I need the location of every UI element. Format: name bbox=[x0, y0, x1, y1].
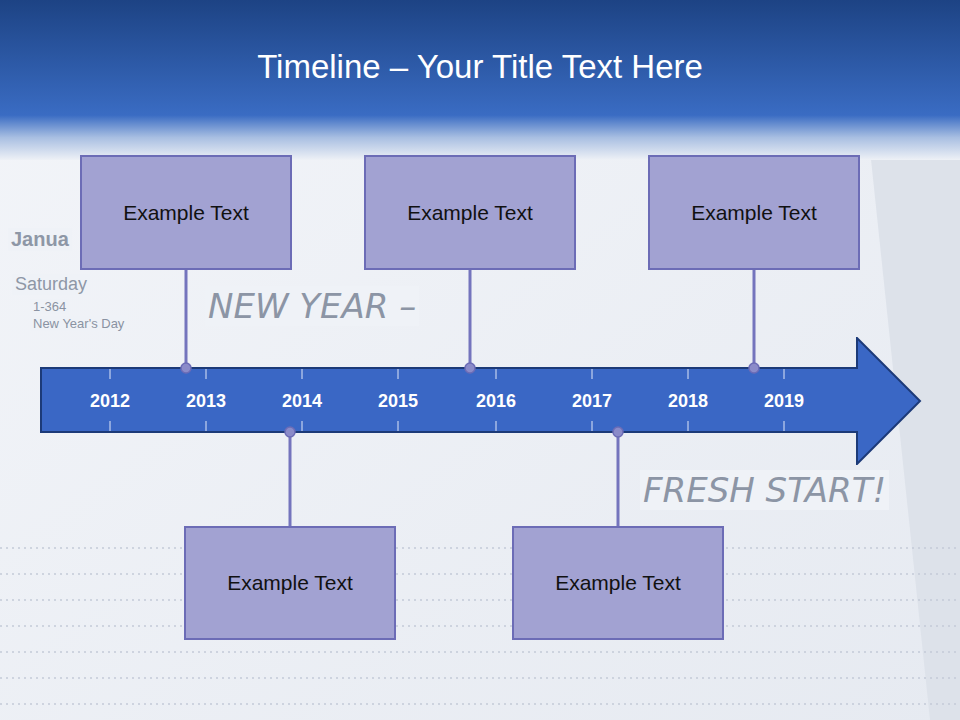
tick-mark bbox=[398, 421, 399, 431]
event-text: Example Text bbox=[123, 201, 249, 225]
event-text: Example Text bbox=[555, 571, 681, 595]
year-label: 2014 bbox=[282, 390, 322, 412]
year-label: 2018 bbox=[668, 390, 708, 412]
header-band bbox=[0, 0, 960, 160]
event-box: Example Text bbox=[80, 155, 292, 270]
tick-mark bbox=[302, 421, 303, 431]
year-label: 2012 bbox=[90, 390, 130, 412]
tick-mark bbox=[110, 369, 111, 379]
event-box: Example Text bbox=[184, 526, 396, 640]
tick-mark bbox=[302, 369, 303, 379]
tick-mark bbox=[398, 369, 399, 379]
event-text: Example Text bbox=[691, 201, 817, 225]
page-weekday: Saturday bbox=[12, 274, 90, 295]
tick-mark bbox=[592, 369, 593, 379]
page-day-number: 1-364 bbox=[30, 299, 69, 314]
leader-connector bbox=[469, 270, 472, 368]
year-label: 2019 bbox=[764, 390, 804, 412]
leader-connector bbox=[753, 270, 756, 368]
event-box: Example Text bbox=[364, 155, 576, 270]
timeline-arrow: 2012 2013 2014 2015 2016 2017 2018 2019 bbox=[40, 337, 922, 465]
tick-mark bbox=[688, 421, 689, 431]
page-month: Janua bbox=[8, 228, 72, 251]
year-label: 2016 bbox=[476, 390, 516, 412]
tick-mark bbox=[206, 421, 207, 431]
tick-mark bbox=[110, 421, 111, 431]
event-box: Example Text bbox=[648, 155, 860, 270]
leader-connector bbox=[185, 270, 188, 368]
event-box: Example Text bbox=[512, 526, 724, 640]
tick-mark bbox=[592, 421, 593, 431]
tick-mark bbox=[206, 369, 207, 379]
ruled-lines bbox=[0, 548, 960, 704]
tick-mark bbox=[688, 369, 689, 379]
tick-mark bbox=[784, 421, 785, 431]
leader-connector bbox=[617, 432, 620, 526]
event-text: Example Text bbox=[407, 201, 533, 225]
tick-mark bbox=[496, 421, 497, 431]
handwriting: FRESH START! bbox=[640, 470, 889, 510]
year-label: 2015 bbox=[378, 390, 418, 412]
year-label: 2013 bbox=[186, 390, 226, 412]
page-holiday: New Year's Day bbox=[30, 316, 127, 331]
leader-connector bbox=[289, 432, 292, 526]
event-text: Example Text bbox=[227, 571, 353, 595]
tick-mark bbox=[496, 369, 497, 379]
slide-title: Timeline – Your Title Text Here bbox=[0, 44, 960, 90]
tick-mark bbox=[784, 369, 785, 379]
year-label: 2017 bbox=[572, 390, 612, 412]
arrow-body bbox=[41, 338, 920, 464]
handwriting: NEW YEAR – bbox=[205, 286, 419, 326]
